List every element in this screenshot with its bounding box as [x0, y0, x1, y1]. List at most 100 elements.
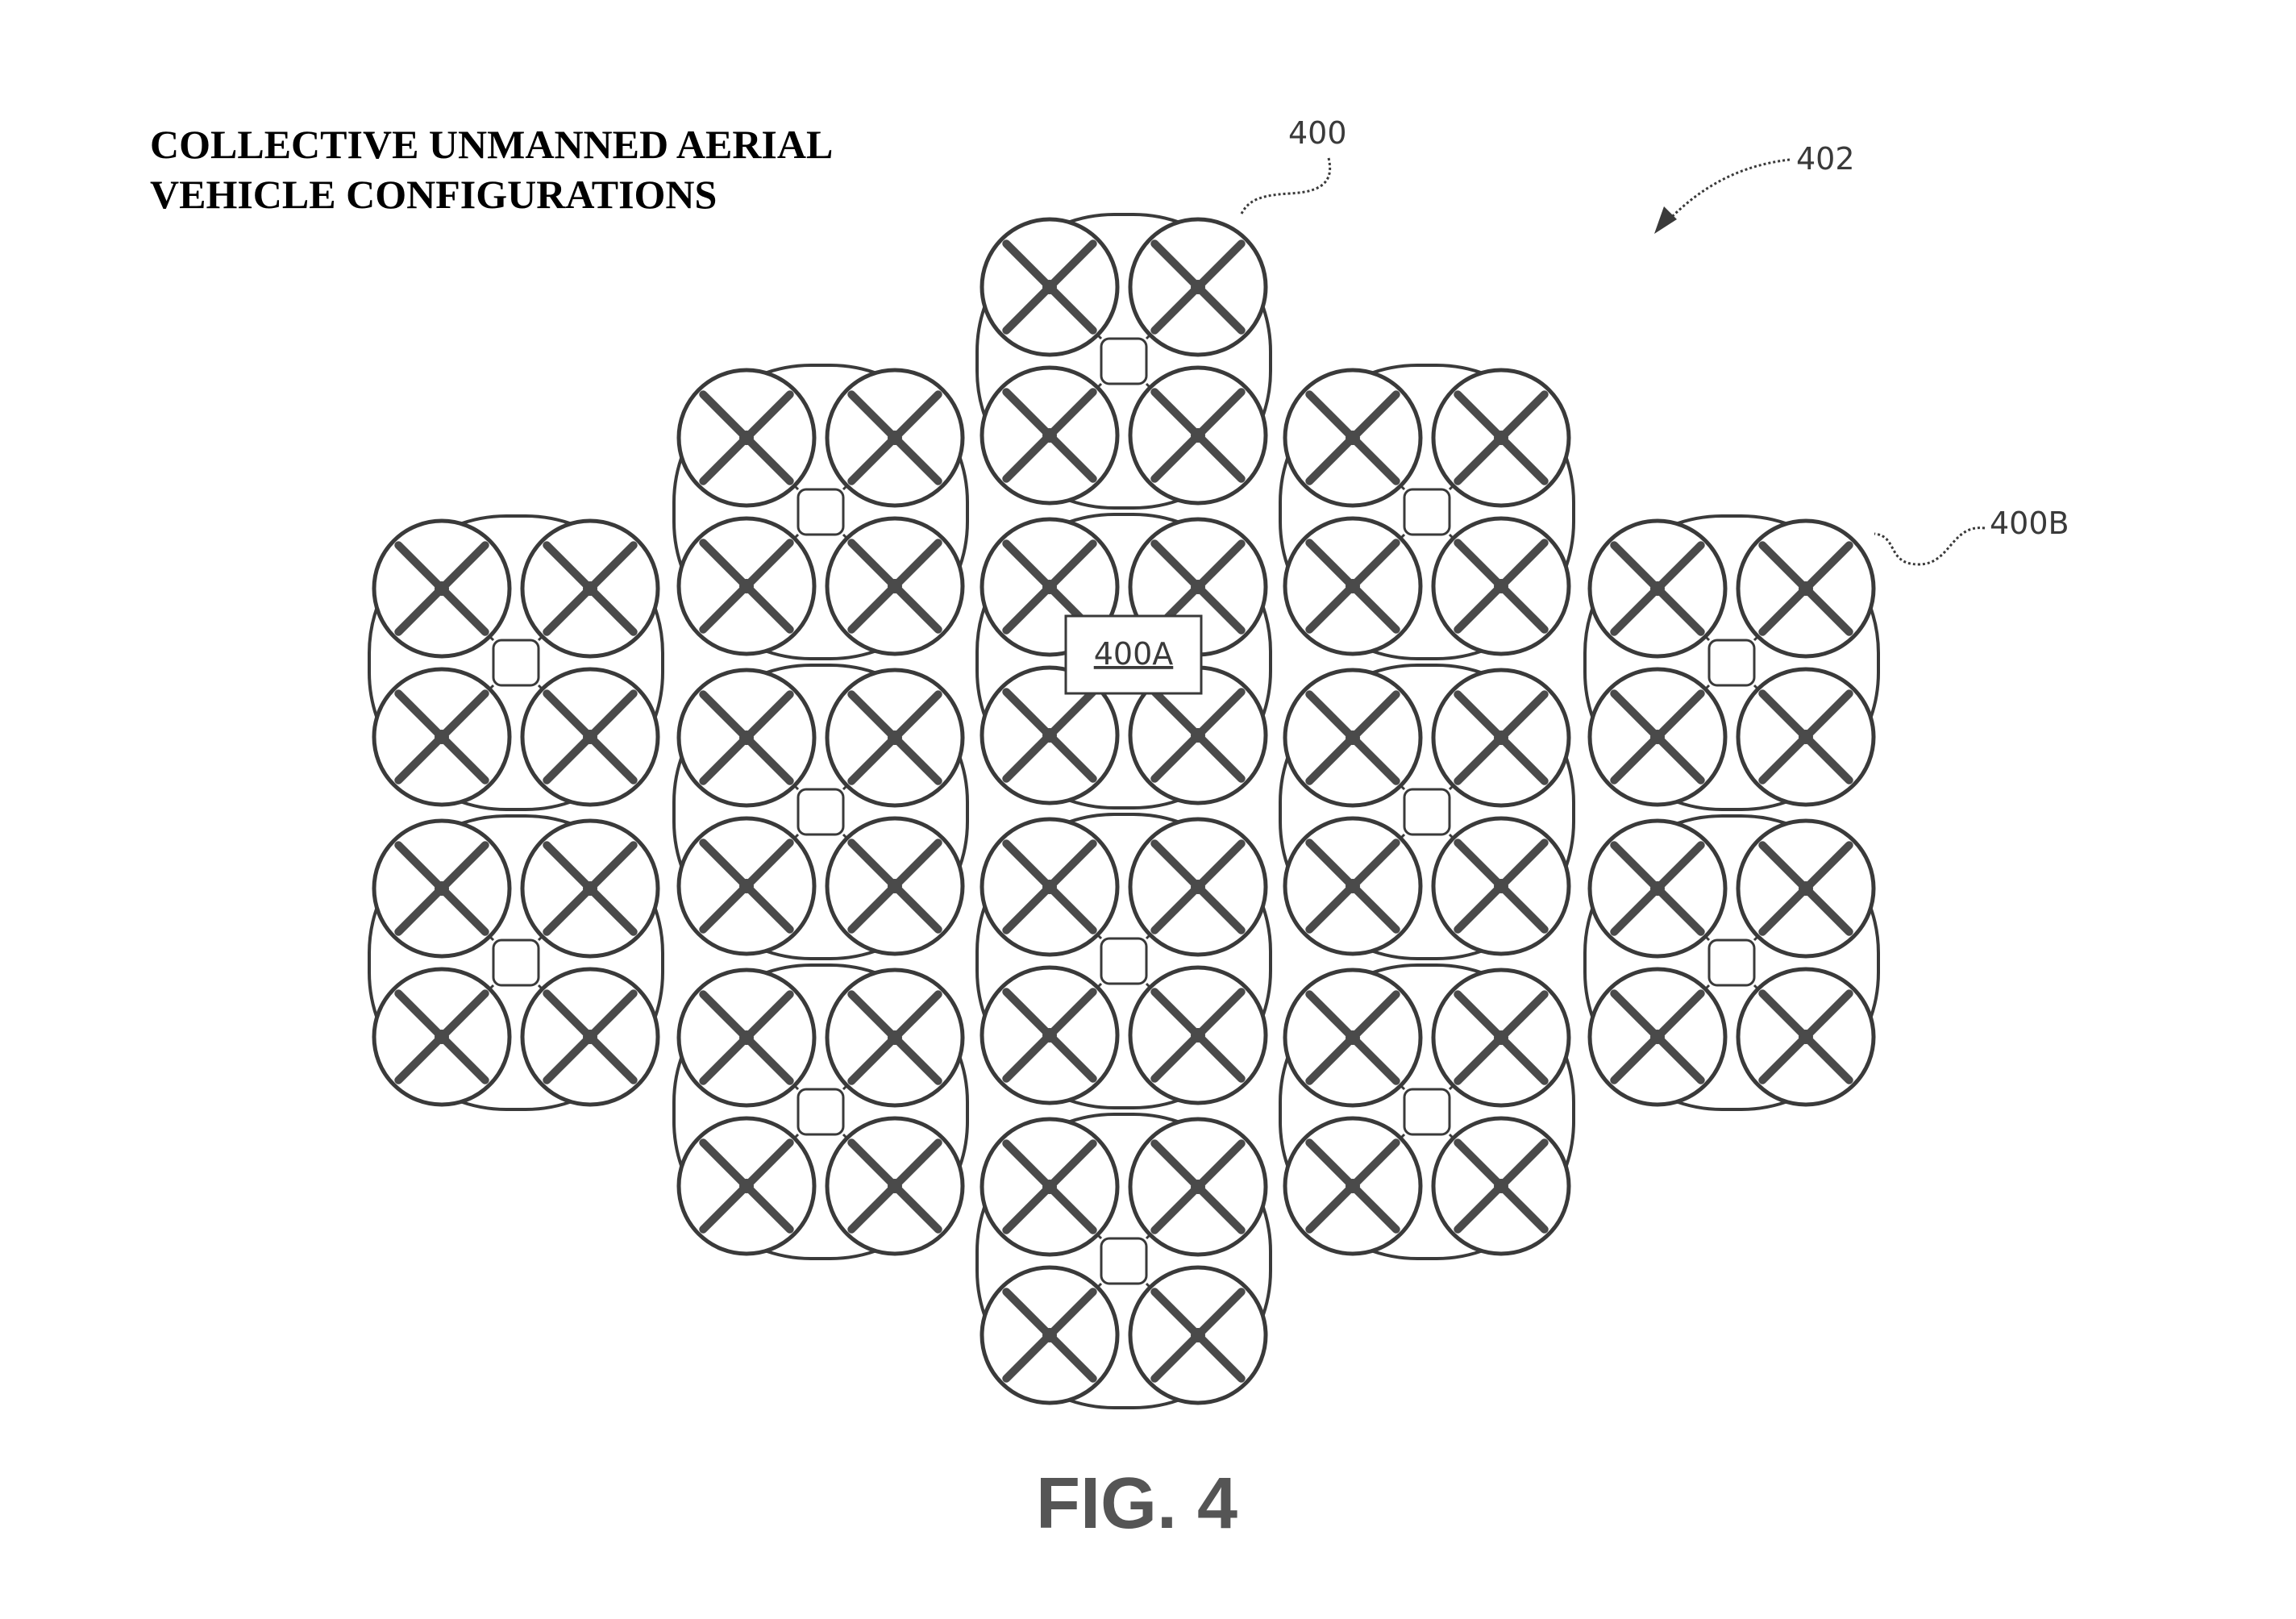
rotor-hub: [1494, 1179, 1508, 1193]
leader-line-uav-b: [1874, 526, 1986, 566]
uav-hub: [1403, 1088, 1451, 1136]
rotor-hub: [1191, 580, 1205, 594]
uav-unit: [1583, 814, 1880, 1111]
leader-line-uav: [1240, 157, 1332, 214]
uav-hub: [797, 1088, 845, 1136]
rotor-hub: [1042, 428, 1057, 443]
uav-frame-outline: [1279, 664, 1575, 960]
uav-frame-outline: [1279, 364, 1575, 660]
rotor-hub: [888, 431, 902, 445]
uav-frame-outline: [975, 1113, 1272, 1409]
uav-hub: [1707, 639, 1756, 687]
rotor-hub: [1191, 1028, 1205, 1043]
uav-unit: [1583, 514, 1880, 811]
rotor-hub: [739, 431, 754, 445]
uav-unit: [975, 813, 1272, 1109]
rotor-hub: [583, 881, 597, 896]
uav-unit: [672, 364, 969, 660]
rotor-hub: [435, 1030, 449, 1044]
uav-frame-outline: [975, 513, 1272, 810]
rotor-hub: [1042, 1180, 1057, 1194]
rotor-hub: [1494, 579, 1508, 593]
uav-unit: [1279, 963, 1575, 1260]
rotor-hub: [1799, 730, 1813, 744]
rotor-hub: [1650, 581, 1665, 596]
rotor-hub: [1494, 1030, 1508, 1045]
uav-hub: [1403, 488, 1451, 536]
rotor-hub: [1042, 728, 1057, 743]
uav-hub: [1100, 337, 1148, 385]
uav-unit: [1279, 664, 1575, 960]
rotor-hub: [1650, 881, 1665, 896]
uav-unit: [368, 514, 664, 811]
uav-unit: [1279, 364, 1575, 660]
rotor-hub: [583, 581, 597, 596]
uav-hub: [1403, 788, 1451, 836]
rotor-hub: [739, 1179, 754, 1193]
uav-unit: [672, 963, 969, 1260]
uav-unit: [975, 1113, 1272, 1409]
rotor-hub: [1494, 879, 1508, 893]
rotor-hub: [1191, 1180, 1205, 1194]
rotor-hub: [1799, 1030, 1813, 1044]
rotor-hub: [739, 1030, 754, 1045]
uav-frame-outline: [975, 213, 1272, 510]
rotor-hub: [1346, 1179, 1360, 1193]
rotor-hub: [435, 881, 449, 896]
rotor-hub: [1346, 579, 1360, 593]
rotor-hub: [1346, 879, 1360, 893]
rotor-hub: [435, 581, 449, 596]
uav-frame-outline: [672, 364, 969, 660]
rotor-hub: [888, 579, 902, 593]
rotor-hub: [1042, 1028, 1057, 1043]
rotor-hub: [1191, 1328, 1205, 1342]
rotor-hub: [1494, 730, 1508, 745]
uav-frame-outline: [368, 514, 664, 811]
rotor-hub: [1650, 1030, 1665, 1044]
uav-frame-outline: [1583, 814, 1880, 1111]
rotor-hub: [888, 730, 902, 745]
rotor-hub: [739, 579, 754, 593]
uav-unit: [672, 664, 969, 960]
ref-label-collective: 402: [1796, 141, 1855, 177]
rotor-hub: [1042, 580, 1057, 594]
ref-label-uav-a: 400A: [1094, 636, 1174, 672]
rotor-hub: [1191, 428, 1205, 443]
rotor-hub: [1346, 730, 1360, 745]
rotor-hub: [888, 1179, 902, 1193]
rotor-hub: [1191, 728, 1205, 743]
uav-hub: [492, 639, 540, 687]
uav-frame-outline: [975, 813, 1272, 1109]
uav-array: [368, 213, 1880, 1409]
rotor-hub: [1346, 431, 1360, 445]
uav-frame-outline: [1279, 963, 1575, 1260]
rotor-hub: [1042, 880, 1057, 894]
rotor-hub: [583, 1030, 597, 1044]
ref-label-uav-b: 400B: [1990, 506, 2069, 541]
uav-hub: [797, 788, 845, 836]
rotor-hub: [888, 879, 902, 893]
rotor-hub: [1042, 1328, 1057, 1342]
rotor-hub: [739, 879, 754, 893]
rotor-hub: [1191, 280, 1205, 294]
uav-hub: [492, 939, 540, 987]
rotor-hub: [888, 1030, 902, 1045]
uav-hub: [1100, 1237, 1148, 1285]
rotor-hub: [1494, 431, 1508, 445]
rotor-hub: [1042, 280, 1057, 294]
leader-arrow-collective: [1663, 158, 1791, 226]
uav-hub: [797, 488, 845, 536]
rotor-hub: [1346, 1030, 1360, 1045]
uav-unit: [975, 213, 1272, 510]
rotor-hub: [435, 730, 449, 744]
uav-frame-outline: [672, 664, 969, 960]
ref-label-uav: 400: [1288, 115, 1347, 151]
rotor-hub: [1650, 730, 1665, 744]
uav-frame-outline: [1583, 514, 1880, 811]
uav-hub: [1100, 937, 1148, 985]
figure-caption: FIG. 4: [1036, 1463, 1237, 1544]
diagram-title-line-1: COLLECTIVE UNMANNED AERIAL: [150, 122, 833, 167]
uav-frame-outline: [368, 814, 664, 1111]
uav-hub: [1707, 939, 1756, 987]
